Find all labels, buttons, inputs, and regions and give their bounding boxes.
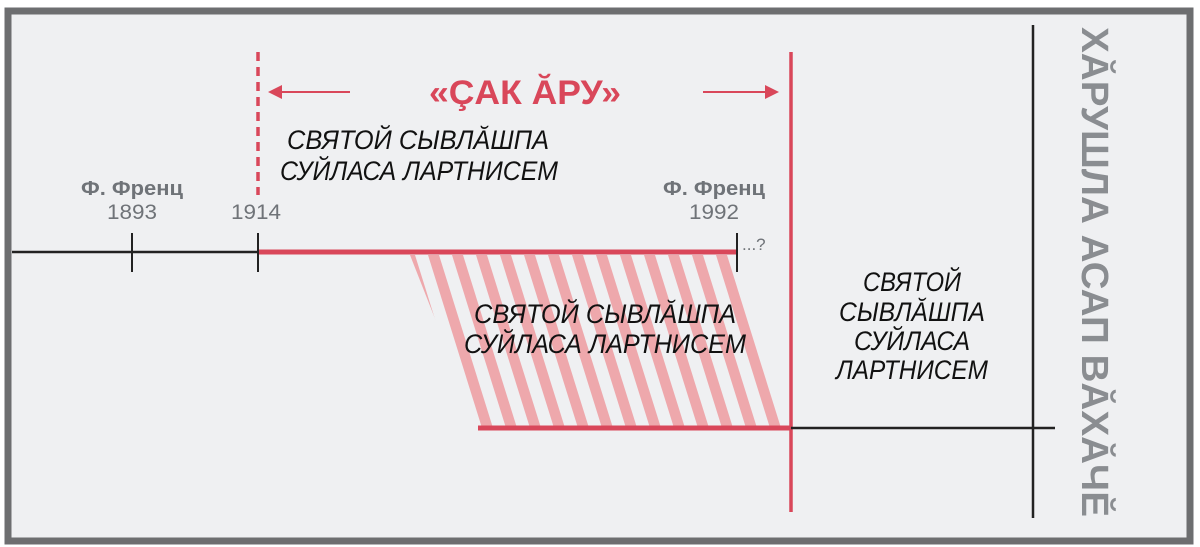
continuation-mark: ...? bbox=[742, 235, 766, 254]
hatch-stripe bbox=[548, 255, 613, 428]
marker-1893-year: 1893 bbox=[107, 201, 157, 224]
hatch-stripe bbox=[596, 255, 661, 428]
right-text-line-4: ЛАРТНИСЕМ bbox=[834, 355, 988, 385]
left-arrow-icon bbox=[268, 85, 350, 99]
hatch-stripe bbox=[620, 255, 685, 428]
upper-text-line-2: СУЙЛАСА ЛАРТНИСЕМ bbox=[280, 154, 558, 186]
middle-text-line-2: СУЙЛАСА ЛАРТНИСЕМ bbox=[464, 327, 746, 359]
hatch-stripe bbox=[572, 255, 637, 428]
hatch-stripe bbox=[644, 255, 709, 428]
middle-text-line-1: СВЯТОЙ СЫВЛĂШПА bbox=[474, 297, 736, 329]
marker-1914-year: 1914 bbox=[231, 201, 281, 224]
hatch-stripe bbox=[452, 255, 517, 428]
hatch-stripe bbox=[428, 255, 493, 428]
hatch-stripe bbox=[476, 255, 541, 428]
vertical-label: ХĂРУШЛА АСАП ВĂХĂЧĔ bbox=[1073, 27, 1117, 517]
period-title: «ÇАК ĂРУ» bbox=[429, 74, 621, 112]
right-text-line-2: СЫВЛĂШПА bbox=[839, 297, 985, 327]
right-text-line-3: СУЙЛАСА bbox=[854, 324, 970, 356]
marker-1893-name: Ф. Френц bbox=[81, 178, 184, 200]
hatch-stripe bbox=[692, 255, 757, 428]
hatch-stripe bbox=[716, 255, 781, 428]
right-text-line-1: СВЯТОЙ bbox=[863, 265, 962, 297]
upper-text-line-1: СВЯТОЙ СЫВЛĂШПА bbox=[287, 123, 549, 155]
marker-1992-year: 1992 bbox=[689, 201, 739, 224]
frame bbox=[4, 7, 1194, 545]
right-arrow-icon bbox=[703, 85, 779, 99]
marker-1992-name: Ф. Френц bbox=[663, 178, 766, 200]
hatch-stripe bbox=[524, 255, 589, 428]
hatch-stripe bbox=[500, 255, 565, 428]
hatch-stripe bbox=[668, 255, 733, 428]
